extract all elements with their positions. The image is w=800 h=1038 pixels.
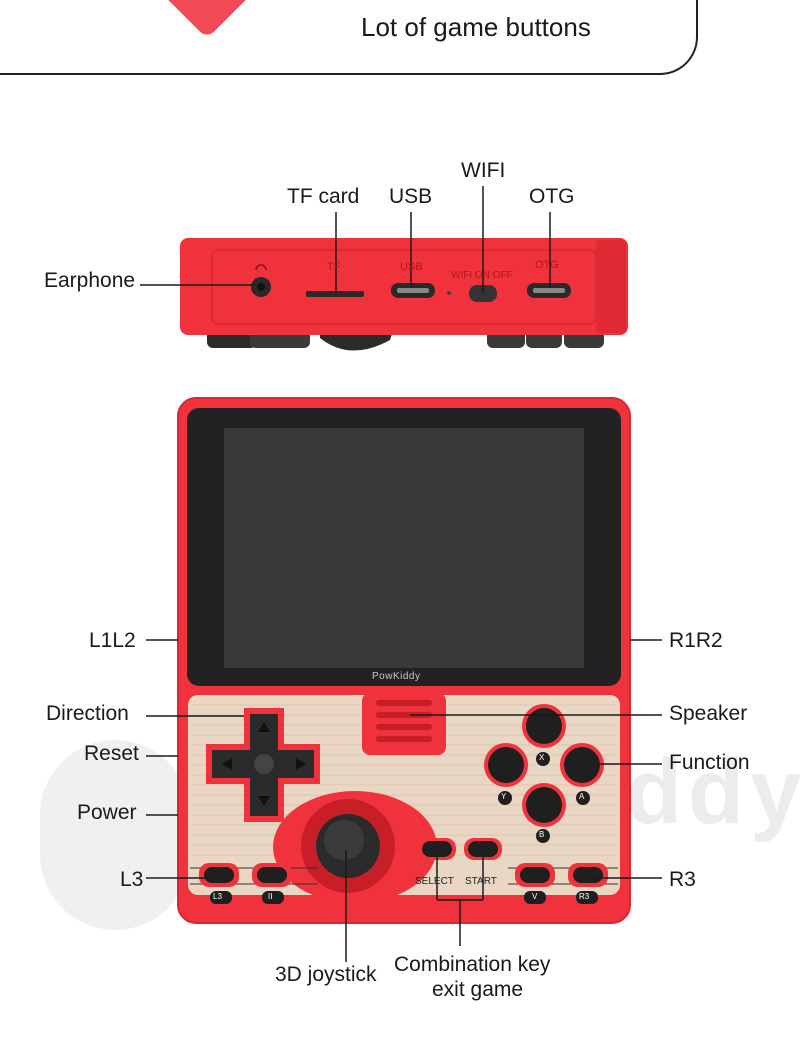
label-r1r2: R1R2 bbox=[669, 629, 723, 652]
printed-select: SELECT bbox=[415, 876, 454, 887]
label-speaker: Speaker bbox=[669, 702, 748, 725]
printed-usb: USB bbox=[400, 261, 423, 273]
label-power: Power bbox=[77, 801, 137, 824]
printed-l3: L3 bbox=[213, 892, 222, 901]
label-otg: OTG bbox=[529, 185, 575, 208]
label-combination-key: Combination key bbox=[394, 953, 551, 976]
printed-v: V bbox=[532, 892, 538, 901]
banner-title: Lot of game buttons bbox=[361, 12, 591, 42]
label-l1l2: L1L2 bbox=[89, 629, 136, 652]
printed-b: B bbox=[539, 830, 545, 839]
watermark-logo bbox=[40, 740, 190, 930]
printed-x: X bbox=[539, 753, 545, 762]
label-reset: Reset bbox=[84, 742, 139, 765]
label-wifi: WIFI bbox=[461, 159, 506, 182]
printed-wifi-switch: WIFI ON OFF bbox=[451, 270, 513, 281]
label-tf-card: TF card bbox=[287, 185, 360, 208]
label-usb: USB bbox=[389, 185, 433, 208]
label-exit-game: exit game bbox=[432, 978, 524, 1001]
printed-r3: R3 bbox=[579, 892, 590, 901]
printed-start: START bbox=[465, 876, 497, 887]
label-joystick: 3D joystick bbox=[275, 963, 377, 986]
label-r3: R3 bbox=[669, 868, 696, 891]
label-l3: L3 bbox=[120, 868, 144, 891]
label-earphone: Earphone bbox=[44, 269, 136, 292]
label-direction: Direction bbox=[46, 702, 129, 725]
front-view-device bbox=[177, 397, 631, 924]
top-view-device bbox=[180, 238, 628, 351]
feature-banner bbox=[0, 0, 698, 75]
printed-y: Y bbox=[501, 792, 507, 801]
printed-otg: OTG bbox=[535, 259, 559, 271]
label-function: Function bbox=[669, 751, 750, 774]
printed-pause: II bbox=[268, 892, 273, 901]
brand-logo: PowKiddy bbox=[372, 671, 421, 682]
leader-lines bbox=[140, 186, 662, 962]
printed-a: A bbox=[579, 792, 585, 801]
printed-tf: TF bbox=[327, 261, 341, 273]
